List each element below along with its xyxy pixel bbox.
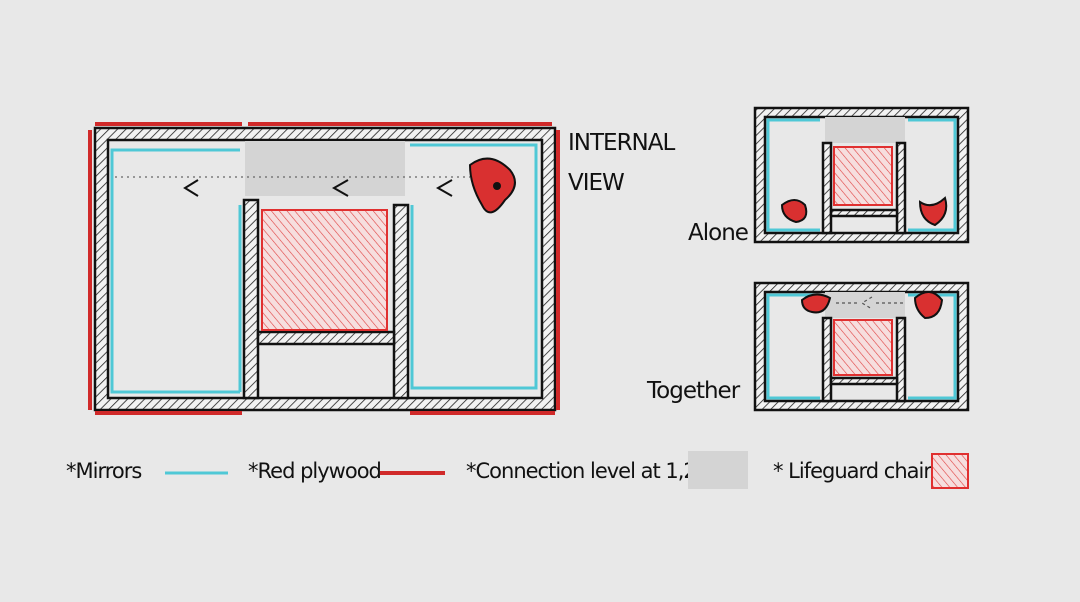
right-partition	[392, 203, 410, 400]
alone-partition-left	[821, 141, 833, 235]
connection-level-area	[245, 141, 405, 196]
arrow-icon	[183, 179, 453, 197]
together-partition-right	[895, 316, 907, 403]
alone-partition-right	[895, 141, 907, 235]
title-line2: VIEW	[568, 170, 624, 196]
legend-lifeguard-label: * Lifeguard chair	[773, 459, 932, 483]
alone-hold-left-icon	[780, 199, 808, 224]
hold-bolt-icon	[493, 182, 501, 190]
climbing-hold-icon	[468, 157, 516, 214]
together-arrows-icon	[836, 296, 905, 310]
together-mirror-left	[766, 293, 820, 400]
lifeguard-chair	[261, 209, 388, 331]
legend-lifeguard-swatch	[931, 453, 969, 489]
together-hold-left-icon	[800, 293, 832, 314]
alone-plan	[753, 106, 970, 244]
alone-label: Alone	[688, 220, 748, 246]
together-label: Together	[646, 378, 741, 404]
left-partition	[242, 198, 260, 400]
together-plan	[753, 281, 970, 412]
together-partition-left	[821, 316, 833, 403]
legend-mirrors-label: *Mirrors	[66, 459, 141, 483]
legend-connection-swatch	[688, 451, 748, 489]
alone-connection-area	[825, 117, 905, 143]
alone-hold-right-icon	[918, 196, 948, 227]
alone-mirror-left	[766, 118, 820, 232]
outer-wall	[93, 126, 557, 412]
title-line1: INTERNAL	[568, 130, 675, 156]
mirror-right	[410, 143, 538, 390]
alone-mirror-right	[908, 118, 957, 232]
legend-plywood-label: *Red plywood	[248, 459, 381, 483]
main-plan	[88, 122, 560, 415]
legend: *Mirrors *Red plywood *Connection level …	[66, 451, 969, 489]
together-lower-wall	[829, 376, 899, 386]
alone-lifeguard-chair	[833, 146, 893, 206]
lower-wall	[256, 330, 396, 346]
alone-lower-wall	[829, 208, 899, 218]
legend-connection-label: *Connection level at 1,2m	[466, 459, 715, 483]
together-connection-area	[825, 292, 905, 318]
together-hold-right-icon	[913, 291, 944, 320]
mirror-left	[110, 148, 240, 394]
together-lifeguard-chair	[833, 319, 893, 376]
